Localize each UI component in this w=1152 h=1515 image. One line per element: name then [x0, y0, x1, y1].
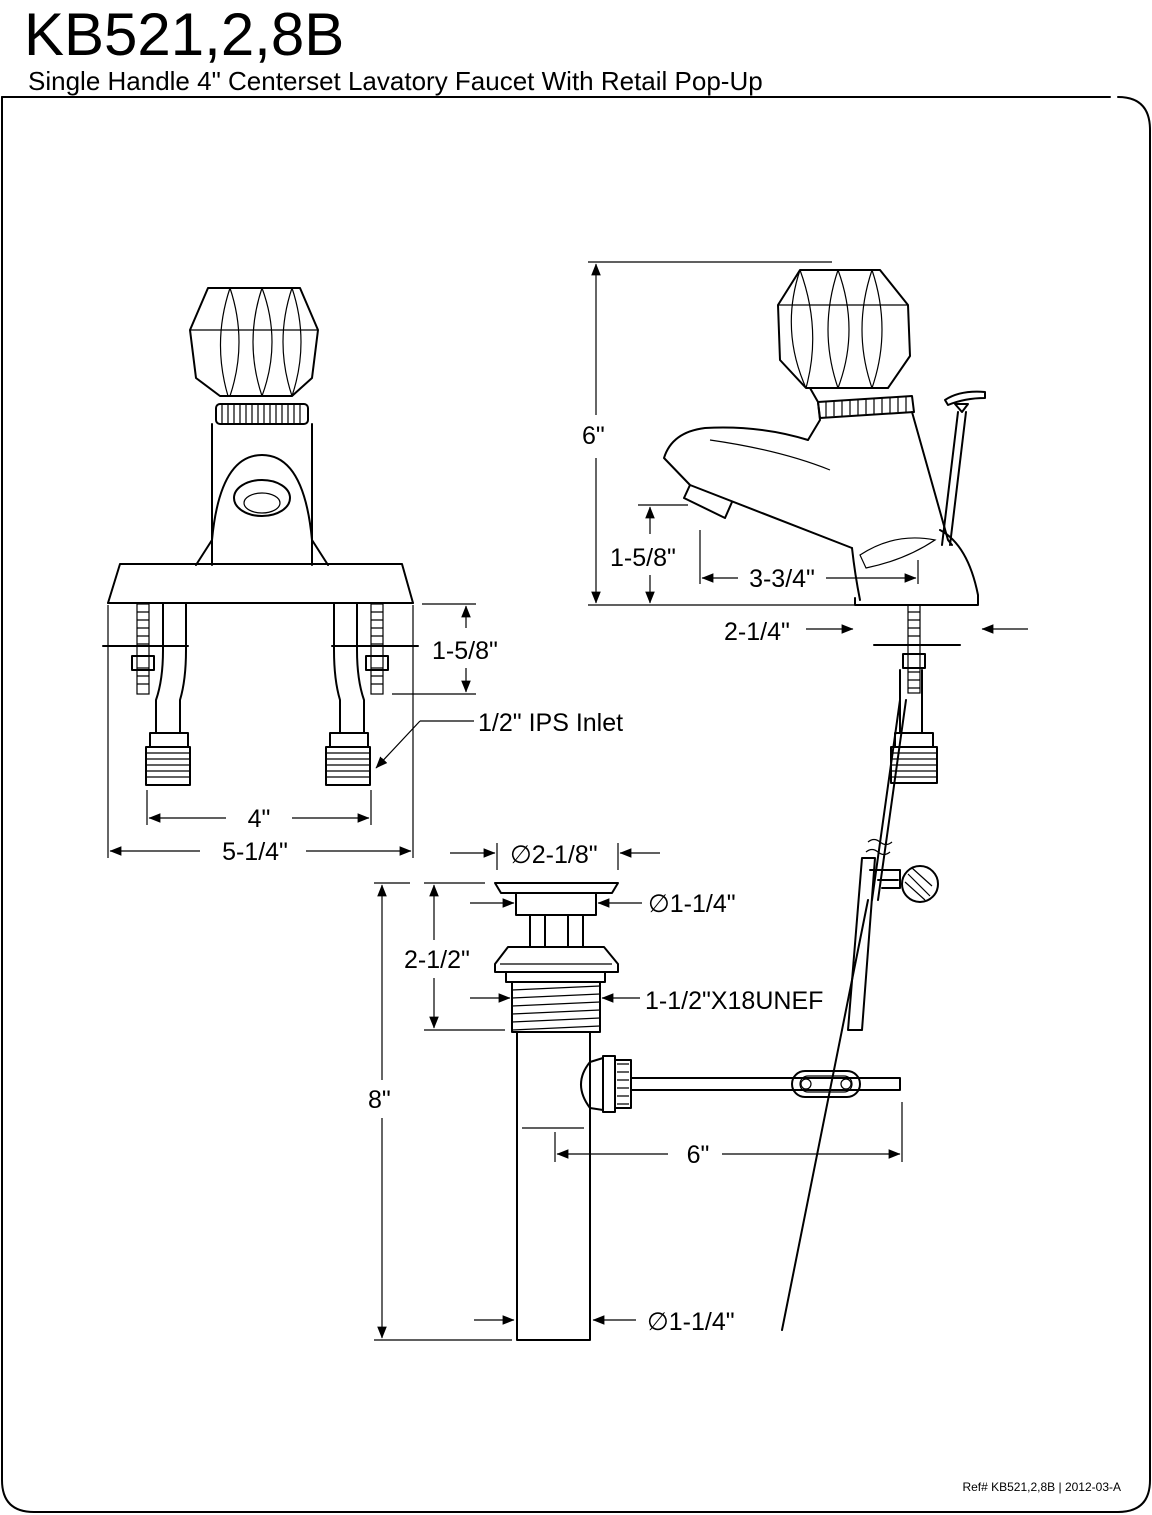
- pivot-rod-horizontal: [630, 1077, 901, 1091]
- spout: [663, 426, 853, 549]
- pivot-ball: [589, 1057, 604, 1111]
- stopper-cap: [494, 882, 619, 894]
- drain-dimensions: ∅2-1/8" ∅1-1/4" 2-1/2" 1-1/2"X18UNEF 8" …: [368, 841, 903, 1341]
- aerator: [233, 479, 291, 517]
- spring-clip: [791, 1070, 861, 1098]
- drain-tailpiece: [516, 1031, 591, 1341]
- dim-rod-length: 6": [687, 1141, 710, 1169]
- front-view-dimensions: 4" 5-1/4" 1-5/8" 1/2" IPS Inlet: [107, 603, 623, 866]
- dim-thread-length: 2-1/2": [404, 946, 470, 974]
- dim-flange-dia: ∅2-1/8": [510, 841, 598, 869]
- nut-right: [365, 655, 389, 671]
- dim-height: 6": [582, 422, 605, 450]
- dim-tail-dia: ∅1-1/4": [647, 1308, 735, 1336]
- inlet-nut-left: [149, 732, 189, 748]
- dim-base-depth: 2-1/4": [724, 618, 790, 646]
- side-view-dimensions: 6" 1-5/8" 3-3/4" 2-1/4": [582, 261, 1028, 646]
- pivot-nut: [602, 1055, 616, 1113]
- drain-flange: [494, 946, 619, 973]
- pivot-rod: [781, 899, 869, 1331]
- supply-tube-left: [155, 603, 187, 734]
- dim-inlet: 1/2" IPS Inlet: [478, 709, 623, 737]
- deck-plate: [107, 563, 414, 604]
- stopper-stem: [529, 914, 584, 948]
- inlet-thread-left: [145, 746, 191, 786]
- inlet-nut-right: [329, 732, 369, 748]
- drain-thread: [511, 981, 601, 1033]
- inlet-thread-right: [325, 746, 371, 786]
- nut-left: [131, 655, 155, 671]
- spout-aerator: [683, 484, 733, 519]
- body-arch: [195, 454, 329, 566]
- spout-highlight: [859, 537, 937, 569]
- dim-drain-length: 8": [368, 1086, 391, 1114]
- stopper-body: [515, 892, 597, 916]
- mounting-rod-right: [370, 603, 384, 695]
- drawing-border: [1, 96, 1151, 1513]
- side-nut: [902, 653, 926, 669]
- mounting-rod-left: [136, 603, 150, 695]
- reference-number: Ref# KB521,2,8B | 2012-03-A: [962, 1480, 1121, 1494]
- clevis-screw: [901, 865, 939, 903]
- dim-shank-length: 1-5/8": [432, 637, 498, 665]
- model-number: KB521,2,8B: [24, 1, 344, 68]
- knurled-ring: [215, 403, 309, 425]
- popup-drain: [494, 882, 901, 1341]
- clevis-strap: [847, 857, 876, 1031]
- lift-rod-knob: [944, 390, 986, 406]
- side-view-faucet: [663, 269, 986, 1331]
- dim-thread-spec: 1-1/2"X18UNEF: [645, 987, 823, 1015]
- product-description: Single Handle 4" Centerset Lavatory Fauc…: [28, 66, 763, 96]
- front-view-faucet: [102, 287, 419, 786]
- supply-tube-right: [333, 603, 365, 734]
- dim-stopper-dia: ∅1-1/4": [648, 890, 736, 918]
- dim-base-width: 5-1/4": [222, 838, 288, 866]
- pivot-rod-extension: [871, 699, 907, 901]
- side-crystal-handle: [777, 269, 911, 389]
- lift-rod: [941, 411, 959, 546]
- side-base: [854, 529, 979, 606]
- crystal-handle: [189, 287, 319, 397]
- dim-spout-reach: 3-3/4": [749, 565, 815, 593]
- dim-front-width: 4": [248, 805, 271, 833]
- dim-spout-height: 1-5/8": [610, 544, 676, 572]
